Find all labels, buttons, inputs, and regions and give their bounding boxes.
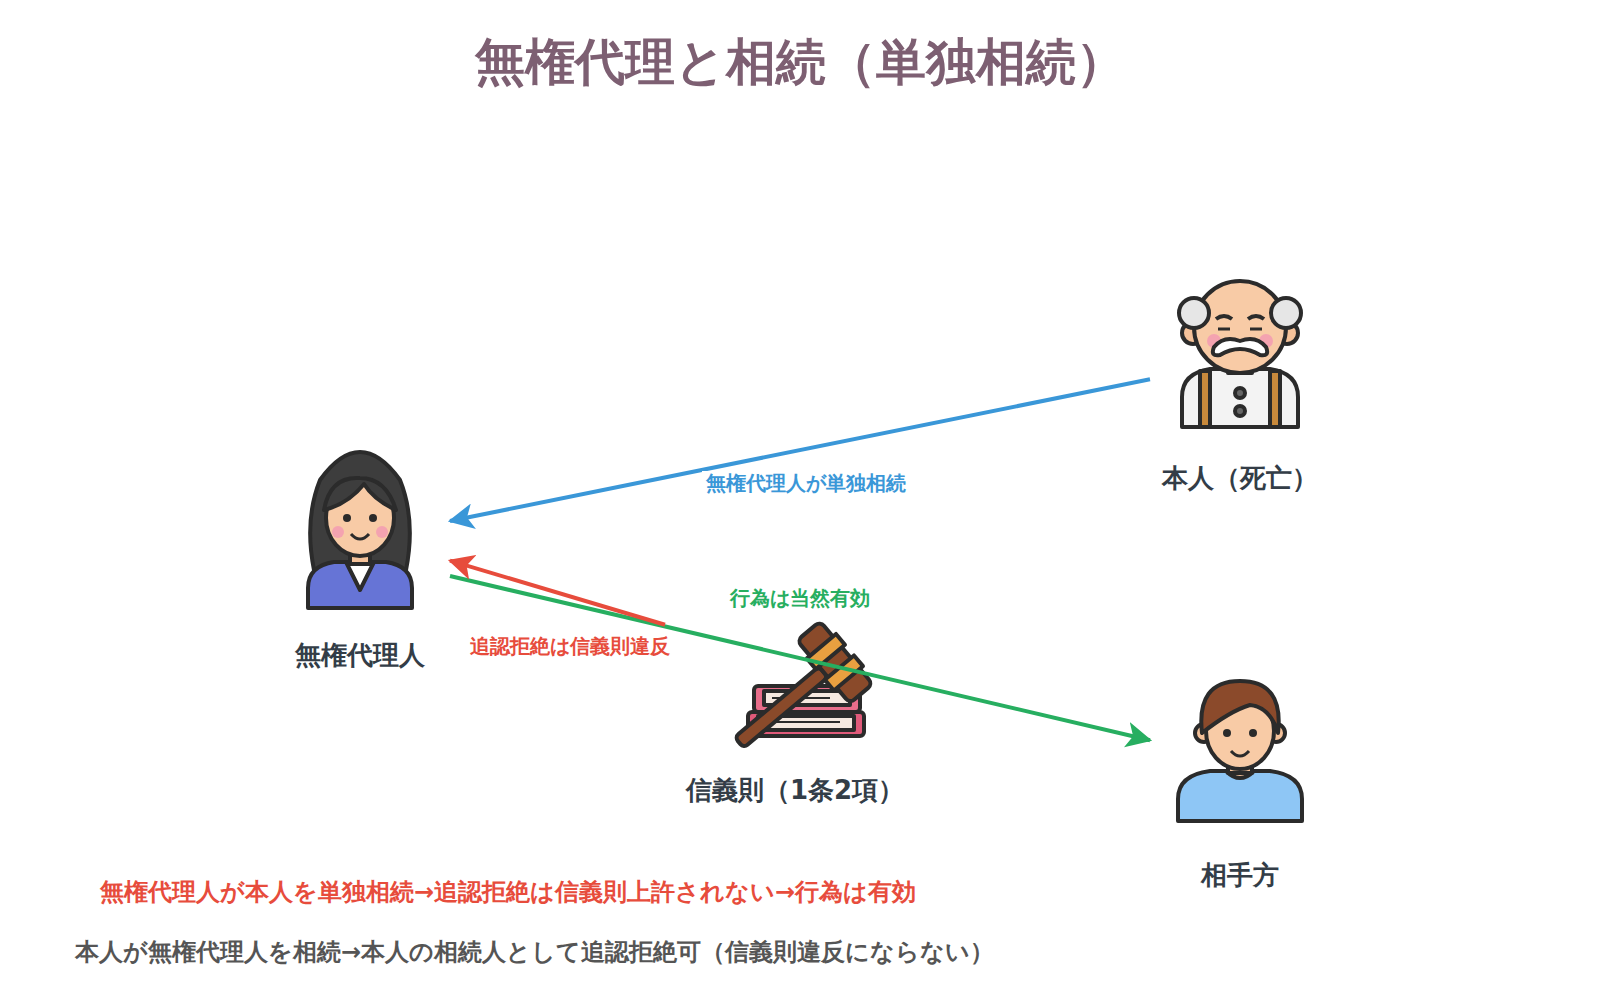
node-label: 本人（死亡） [1162, 463, 1318, 494]
contrast-note: 本人が無権代理人を相続→本人の相続人として追認拒絶可（信義則違反にならない） [75, 938, 994, 967]
person-node: 本人（死亡） [1150, 278, 1330, 498]
summary-note: 無権代理人が本人を単独相続→追認拒絶は信義則上許されない→行為は有効 [100, 878, 916, 907]
diagram-title: 無権代理と相続（単独相続） [0, 32, 1600, 92]
person-node: 相手方 [1150, 680, 1330, 895]
woman-icon [308, 452, 412, 608]
node-label: 信義則（1条2項） [686, 775, 904, 806]
node-label: 無権代理人 [295, 640, 425, 671]
man-icon [1178, 681, 1302, 821]
connector-arrow [450, 576, 1150, 740]
connector-arrow [450, 561, 665, 625]
connector-arrow [450, 379, 1150, 521]
edge-label: 追認拒絶は信義則違反 [466, 634, 674, 658]
principle-node: 信義則（1条2項） [665, 615, 925, 810]
edge-label: 無権代理人が単独相続 [702, 471, 910, 495]
edge-label: 行為は当然有効 [726, 586, 874, 610]
old-man-icon [1179, 281, 1301, 427]
node-label: 相手方 [1201, 860, 1279, 891]
person-node: 無権代理人 [270, 455, 450, 675]
